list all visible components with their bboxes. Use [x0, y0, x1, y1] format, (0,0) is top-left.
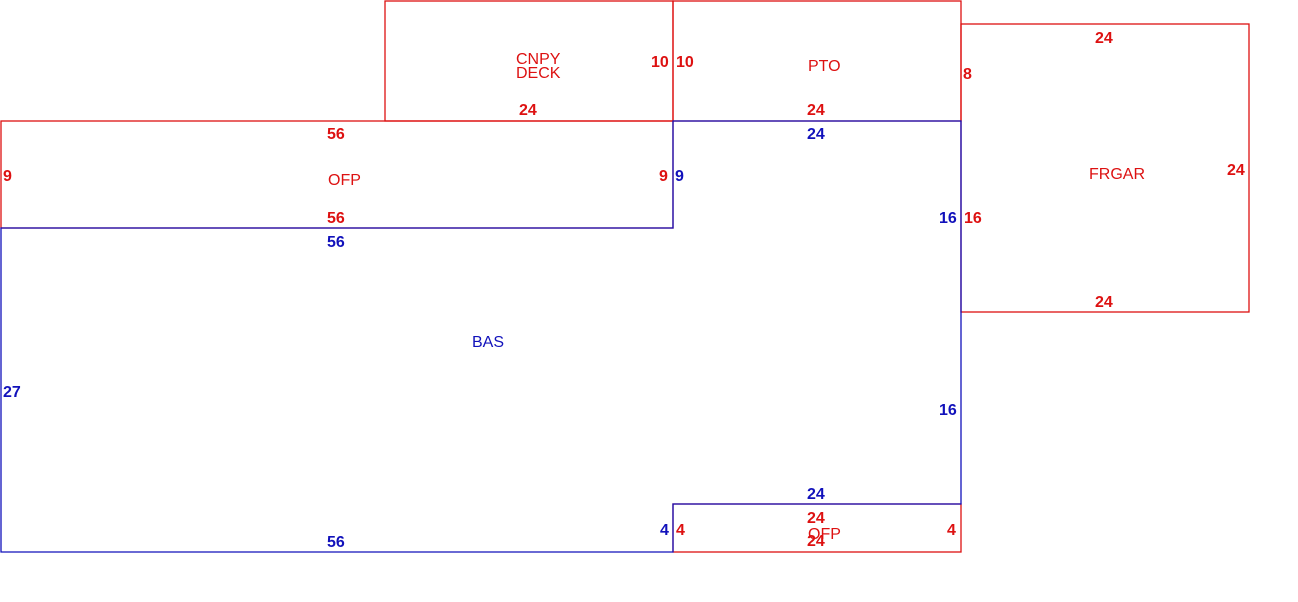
ofp-upper-label: OFP	[328, 172, 361, 189]
frgar-label: FRGAR	[1089, 166, 1145, 183]
ofp-lower-dim-bottom: 24	[807, 533, 825, 550]
bas-dim-right-lower: 16	[939, 402, 957, 419]
cnpy-deck-label-line1: CNPY	[516, 51, 561, 68]
bas-dim-inner-left: 9	[675, 168, 684, 185]
ofp-upper-dim-bottom: 56	[327, 210, 345, 227]
pto-dim-right: 8	[963, 66, 972, 83]
cnpy-deck-dim-right: 10	[651, 54, 669, 71]
pto-dim-bottom: 24	[807, 102, 825, 119]
pto-label: PTO	[808, 58, 841, 75]
bas-dim-top-right: 24	[807, 126, 825, 143]
ofp-lower-dim-left: 4	[676, 522, 685, 539]
bas-dim-notch-side: 4	[660, 522, 669, 539]
ofp-lower-dim-top: 24	[807, 510, 825, 527]
ofp-lower-label: OFP	[808, 526, 841, 543]
bas-dim-bottom: 56	[327, 534, 345, 551]
ofp-lower-dim-right: 4	[947, 522, 956, 539]
bas-label: BAS	[472, 334, 504, 351]
bas-dim-right-upper: 16	[939, 210, 957, 227]
frgar-dim-right: 24	[1227, 162, 1245, 179]
bas-dim-top-left: 56	[327, 234, 345, 251]
cnpy-deck-dim-bottom: 24	[519, 102, 537, 119]
frgar-dim-bottom: 24	[1095, 294, 1113, 311]
bas-dim-left: 27	[3, 384, 21, 401]
bas-outline	[0, 120, 962, 553]
frgar-dim-left: 16	[964, 210, 982, 227]
bas-dim-bottom-notch: 24	[807, 486, 825, 503]
cnpy-deck-label-line2: DECK	[516, 65, 561, 82]
pto-dim-left: 10	[676, 54, 694, 71]
ofp-upper-dim-left: 9	[3, 168, 12, 185]
frgar-dim-top: 24	[1095, 30, 1113, 47]
ofp-upper-dim-right: 9	[659, 168, 668, 185]
ofp-upper-dim-top: 56	[327, 126, 345, 143]
